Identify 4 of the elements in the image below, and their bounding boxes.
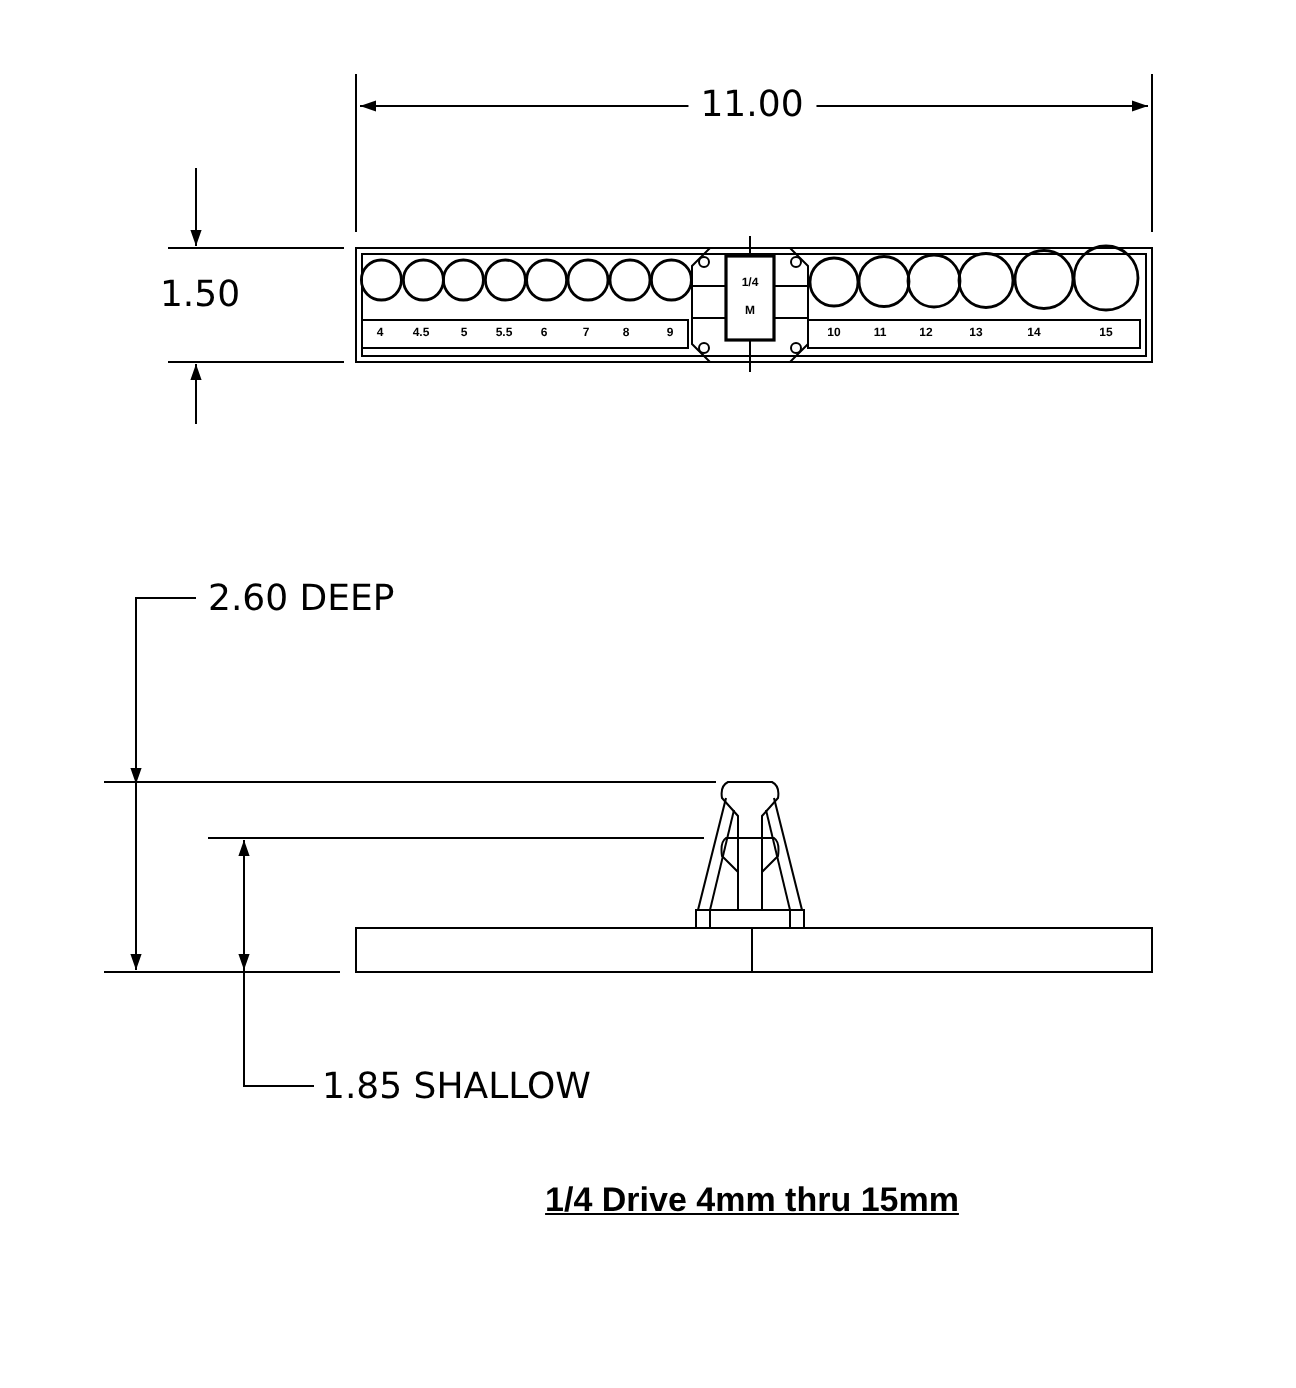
dimension-text: 1.85 SHALLOW bbox=[322, 1070, 591, 1106]
drawing-title: 1/4 Drive 4mm thru 15mm bbox=[545, 1183, 959, 1217]
dimension-text: 2.60 DEEP bbox=[208, 582, 395, 618]
dimension-text: 1.50 bbox=[159, 278, 241, 314]
